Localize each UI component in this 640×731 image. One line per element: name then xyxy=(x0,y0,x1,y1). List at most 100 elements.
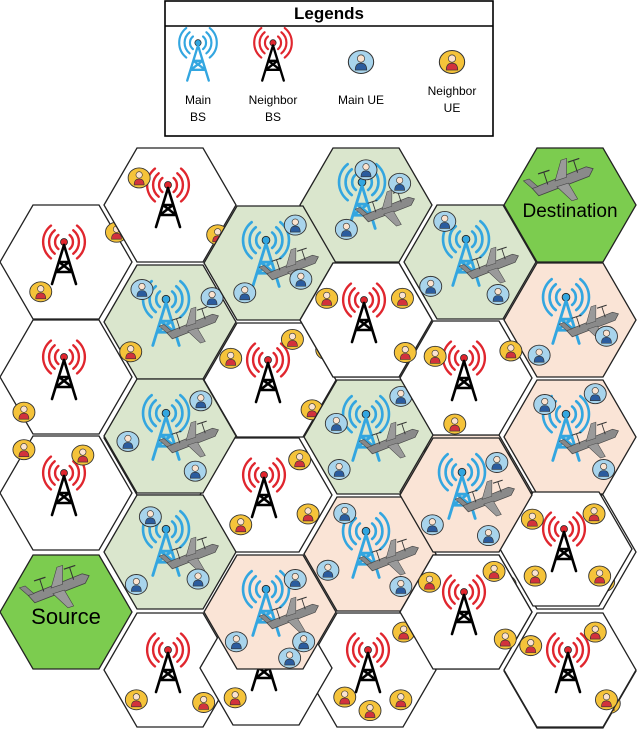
hex-cell xyxy=(503,612,637,728)
hex-cell xyxy=(103,378,237,494)
neighbor-ue-icon xyxy=(391,287,414,309)
hex-cell xyxy=(299,262,433,378)
hex-cell xyxy=(103,264,237,380)
hex-cell xyxy=(0,319,133,435)
main-ue-icon xyxy=(527,344,551,366)
main-ue-icon xyxy=(485,452,509,473)
neighbor-ue-icon xyxy=(583,621,607,643)
main-ue-icon xyxy=(420,514,444,536)
main-ue-icon xyxy=(327,459,351,480)
legend-label-main-bs: BS xyxy=(190,110,206,124)
cell-grid: Source Destination xyxy=(0,147,637,729)
neighbor-ue-icon xyxy=(493,628,517,650)
neighbor-bs-icon xyxy=(345,632,391,694)
main-ue-icon xyxy=(289,268,313,290)
neighbor-ue-icon xyxy=(519,635,543,657)
neighbor-ue-icon xyxy=(192,692,216,713)
main-ue-icon xyxy=(486,284,510,305)
neighbor-ue-icon xyxy=(595,689,618,711)
neighbor-ue-icon xyxy=(127,167,151,189)
neighbor-ue-icon xyxy=(315,287,339,309)
main-ue-icon xyxy=(200,287,224,309)
neighbor-ue-icon xyxy=(588,565,612,587)
hex-cell xyxy=(199,437,333,553)
legend-label-neighbor-ue: Neighbor xyxy=(428,84,477,98)
main-ue-icon xyxy=(334,218,358,240)
main-ue-icon xyxy=(224,631,248,653)
main-ue-icon xyxy=(333,502,357,524)
legend-main-bs-icon xyxy=(178,26,218,82)
neighbor-ue-icon xyxy=(393,342,417,363)
main-ue-icon xyxy=(233,282,257,304)
neighbor-ue-icon xyxy=(296,503,320,525)
main-ue-icon xyxy=(292,631,316,653)
hex-cell xyxy=(203,554,337,670)
neighbor-ue-icon xyxy=(229,514,253,536)
destination-label: Destination xyxy=(522,201,617,222)
main-ue-icon xyxy=(189,390,213,412)
hex-cell xyxy=(399,320,533,436)
hex-cell xyxy=(0,204,133,320)
main-ue-icon xyxy=(533,394,557,415)
neighbor-ue-icon xyxy=(520,508,544,530)
source-label: Source xyxy=(31,604,101,629)
main-ue-icon xyxy=(278,647,302,669)
neighbor-ue-icon xyxy=(523,565,547,587)
legend-main-ue-icon xyxy=(347,49,375,75)
hex-cell xyxy=(303,496,437,612)
neighbor-bs-icon xyxy=(341,282,387,344)
main-bs-icon xyxy=(541,277,591,345)
main-bs-icon xyxy=(241,569,291,637)
hex-cell xyxy=(203,205,337,321)
neighbor-ue-icon xyxy=(443,413,467,435)
neighbor-ue-icon xyxy=(219,347,243,369)
neighbor-bs-icon xyxy=(145,632,191,694)
neighbor-ue-icon xyxy=(333,686,357,708)
destination-cell: Destination xyxy=(503,147,637,263)
main-ue-icon xyxy=(354,159,378,181)
main-ue-icon xyxy=(389,576,413,597)
main-ue-icon xyxy=(186,568,210,590)
neighbor-ue-icon xyxy=(119,341,143,363)
neighbor-bs-icon xyxy=(545,632,591,694)
neighbor-ue-icon xyxy=(280,328,304,350)
neighbor-ue-icon xyxy=(71,444,95,466)
legend-label-neighbor-bs: Neighbor xyxy=(249,93,298,107)
neighbor-bs-icon xyxy=(41,339,87,401)
main-ue-icon xyxy=(592,459,616,480)
hex-cell xyxy=(103,147,237,263)
main-ue-icon xyxy=(324,413,348,434)
main-ue-icon xyxy=(183,460,207,482)
legend-label-neighbor-bs: BS xyxy=(265,110,281,124)
hex-cell xyxy=(103,612,237,728)
main-ue-icon xyxy=(316,559,340,581)
neighbor-ue-icon xyxy=(223,687,247,709)
main-bs-icon xyxy=(241,220,291,288)
main-ue-icon xyxy=(595,325,618,347)
neighbor-bs-icon xyxy=(41,224,87,286)
legend-label-neighbor-ue: UE xyxy=(444,101,461,115)
main-bs-icon xyxy=(141,393,191,461)
main-ue-icon xyxy=(124,574,148,595)
hex-cell xyxy=(399,554,533,670)
neighbor-bs-icon xyxy=(441,574,487,636)
main-bs-icon xyxy=(341,394,391,462)
neighbor-ue-icon xyxy=(499,340,523,362)
neighbor-ue-icon xyxy=(423,345,447,367)
neighbor-ue-icon xyxy=(124,689,148,711)
hex-cell xyxy=(103,494,237,610)
hex-cell xyxy=(503,262,637,378)
hex-cell xyxy=(503,379,637,495)
main-ue-icon xyxy=(419,275,443,297)
hex-cell xyxy=(403,204,537,320)
hex-cell xyxy=(203,322,337,438)
hex-cell xyxy=(499,491,633,607)
legend-label-main-bs: Main xyxy=(185,93,211,107)
legend-title: Legends xyxy=(294,4,364,23)
hex-cell xyxy=(303,379,437,495)
neighbor-ue-icon xyxy=(389,689,413,711)
source-cell: Source xyxy=(0,554,133,670)
neighbor-ue-icon xyxy=(12,401,36,423)
neighbor-ue-icon xyxy=(582,503,606,525)
